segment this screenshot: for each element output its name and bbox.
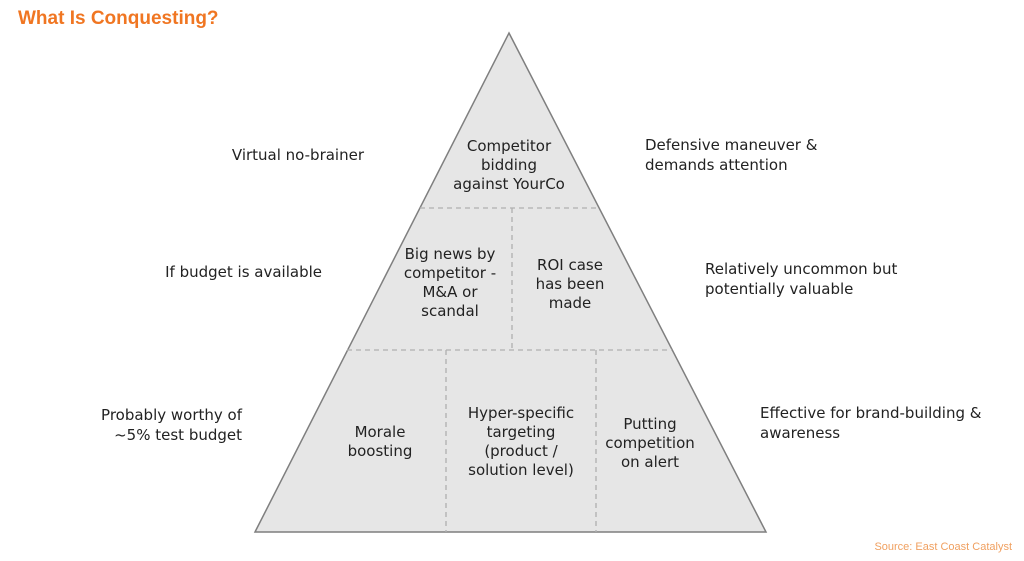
tier2-cell-roi-case: ROI case has been made: [535, 255, 605, 312]
tier3-cell-hyper-specific: Hyper-specific targeting (product / solu…: [467, 404, 575, 479]
left-label-tier3: Probably worthy of ~5% test budget: [101, 406, 242, 444]
right-label-tier1: Defensive maneuver & demands attention: [645, 136, 818, 174]
right-label-tier2: Relatively uncommon but potentially valu…: [705, 260, 898, 298]
right-label-tier3: Effective for brand-building & awareness: [760, 404, 982, 442]
tier3-cell-morale-boosting: Morale boosting: [347, 423, 413, 460]
left-label-tier2: If budget is available: [165, 263, 322, 281]
source-caption: Source: East Coast Catalyst: [874, 541, 1012, 553]
pyramid-shape: [253, 31, 768, 533]
tier1-cell-competitor-bidding: Competitor bidding against YourCo: [453, 136, 565, 193]
slide-title: What Is Conquesting?: [18, 8, 219, 29]
tier2-cell-big-news: Big news by competitor - M&A or scandal: [403, 245, 497, 320]
tier3-cell-putting-competition: Putting competition on alert: [605, 414, 695, 471]
left-label-tier1: Virtual no-brainer: [231, 146, 364, 164]
